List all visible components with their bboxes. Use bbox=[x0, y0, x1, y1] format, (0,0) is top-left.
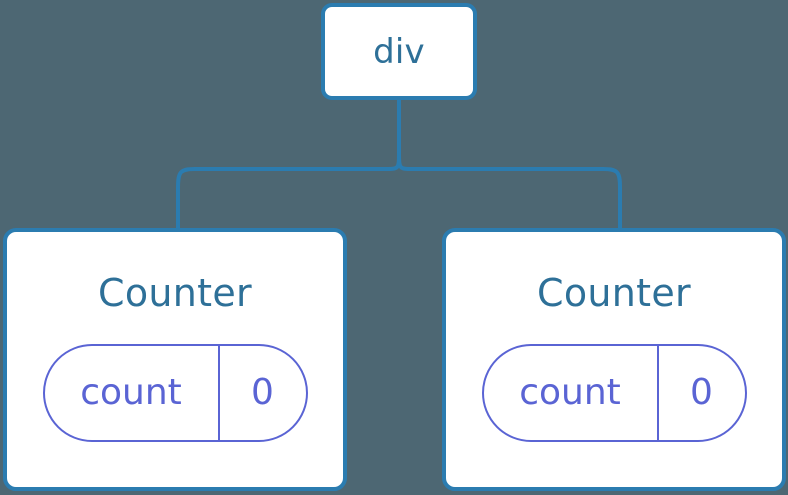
state-key-2: count bbox=[519, 372, 621, 413]
node-div[interactable]: div bbox=[321, 3, 477, 100]
state-pill-2[interactable]: count 0 bbox=[481, 344, 747, 442]
node-counter-2[interactable]: Counter count 0 bbox=[442, 228, 786, 491]
state-pill-1[interactable]: count 0 bbox=[42, 344, 308, 442]
state-value-2: 0 bbox=[690, 372, 713, 413]
node-counter-1-title: Counter bbox=[98, 271, 252, 315]
state-key-1: count bbox=[80, 372, 182, 413]
node-counter-1[interactable]: Counter count 0 bbox=[3, 228, 347, 491]
node-counter-2-title: Counter bbox=[537, 271, 691, 315]
state-pill-divider-2 bbox=[656, 346, 659, 440]
connector-to-child-1 bbox=[176, 151, 401, 228]
state-pill-divider-1 bbox=[217, 346, 220, 440]
node-div-label: div bbox=[373, 31, 425, 72]
state-value-1: 0 bbox=[251, 372, 274, 413]
connector-to-child-2 bbox=[397, 151, 622, 228]
